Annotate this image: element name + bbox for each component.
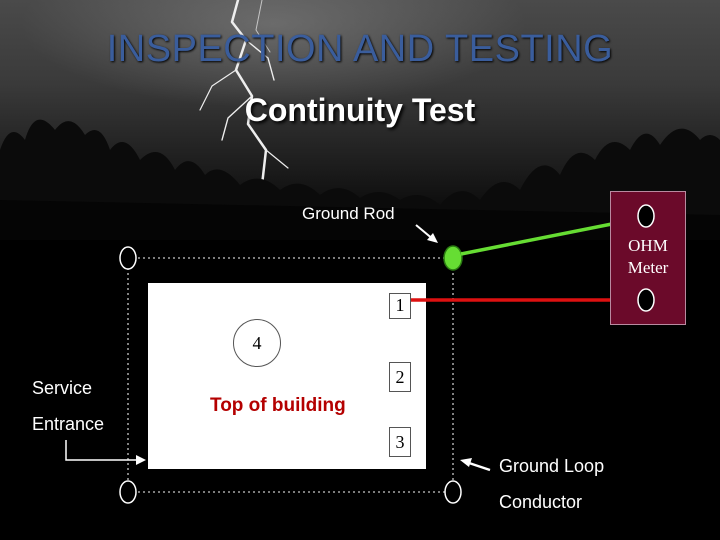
lightning-icon bbox=[199, 0, 289, 187]
meter-terminal-bottom bbox=[637, 288, 655, 312]
ohm-meter-label-line1: OHM bbox=[628, 236, 668, 255]
service-entrance-arrow-icon bbox=[65, 440, 140, 461]
slide-title: INSPECTION AND TESTING bbox=[106, 28, 614, 70]
test-point-4: 4 bbox=[233, 319, 281, 367]
ground-rod-top-left bbox=[119, 246, 137, 270]
ground-rod-arrow-icon bbox=[415, 224, 438, 243]
ohm-meter-label: OHM Meter bbox=[612, 235, 684, 279]
ohm-meter-label-line2: Meter bbox=[627, 258, 669, 277]
conductor-label: Conductor bbox=[499, 492, 583, 512]
slide-subtitle: Continuity Test bbox=[244, 92, 476, 128]
building-roof bbox=[148, 283, 426, 469]
service-label: Service bbox=[32, 378, 93, 398]
ground-loop-conductor bbox=[127, 257, 454, 493]
building-label: Top of building bbox=[210, 395, 346, 416]
ground-rod-label: Ground Rod bbox=[302, 204, 395, 223]
entrance-label: Entrance bbox=[32, 414, 105, 434]
ground-rod-bottom-left bbox=[119, 480, 137, 504]
ground-rod-under-test bbox=[443, 245, 463, 271]
test-point-2: 2 bbox=[389, 362, 411, 392]
test-point-3: 3 bbox=[389, 427, 411, 457]
test-point-1: 1 bbox=[389, 293, 411, 319]
meter-terminal-top bbox=[637, 204, 655, 228]
ground-loop-arrow-icon bbox=[460, 458, 491, 472]
service-arrow-head-icon bbox=[136, 455, 146, 465]
ground-rod-bottom-right bbox=[444, 480, 462, 504]
ground-loop-label: Ground Loop bbox=[499, 456, 605, 476]
